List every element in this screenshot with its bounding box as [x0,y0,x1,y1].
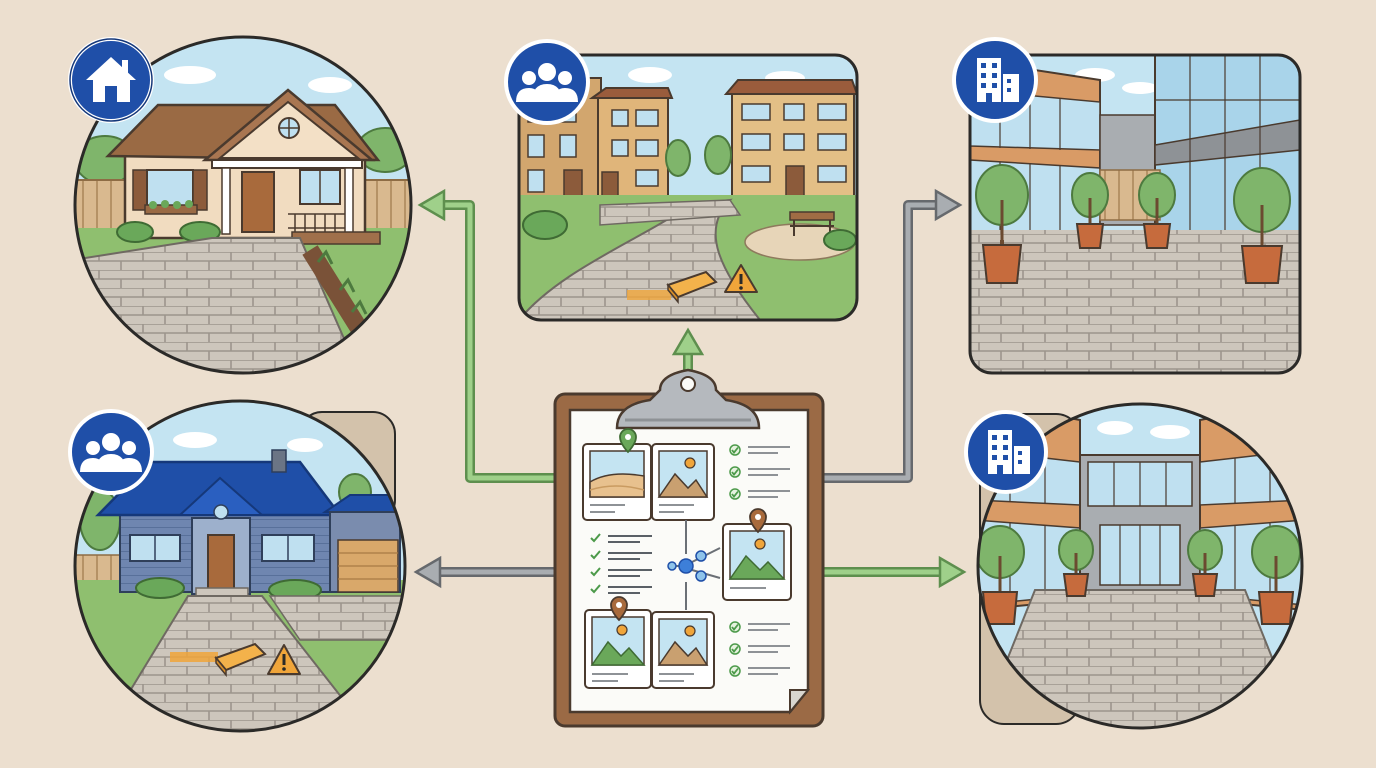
location-pin-icon [619,428,637,454]
photo-card [582,443,652,521]
photo-card [651,443,715,521]
warning-icon [267,644,301,675]
potted-tree [1071,172,1109,249]
potted-tree [1058,529,1094,597]
share-icon [667,520,721,610]
check-icon [729,466,741,478]
checklist [729,621,790,677]
scene-office-plaza [968,53,1302,375]
office-building-icon [988,430,1030,474]
badge-top-right [952,37,1038,123]
house-icon [86,57,136,102]
checklist [590,533,652,594]
warning-icon [724,264,758,293]
photo-card [584,609,652,689]
office-building-icon [977,58,1019,102]
potted-tree [1138,172,1176,249]
badge-bottom-left [68,409,154,495]
people-icon [80,433,142,472]
check-icon [729,621,741,633]
badge-top-left [68,37,154,123]
check-icon [729,665,741,677]
check-icon [729,643,741,655]
potted-tree [978,525,1025,625]
badge-bottom-right [964,410,1048,494]
scene-apartment-courtyard [517,53,859,322]
photo-card [651,611,715,689]
connector-arrows [413,188,967,589]
clipboard-clip [615,368,761,430]
potted-tree [1251,525,1301,625]
potted-tree [1187,529,1223,597]
potted-tree [975,164,1029,284]
potted-tree [1233,167,1291,284]
clipboard-icon [553,368,825,728]
photo-card [722,523,792,601]
location-pin-icon [749,508,767,534]
check-icon [729,444,741,456]
badge-top-center [504,39,590,125]
people-icon [516,63,578,102]
location-pin-icon [610,596,628,622]
checklist [729,444,790,500]
check-icon [729,488,741,500]
